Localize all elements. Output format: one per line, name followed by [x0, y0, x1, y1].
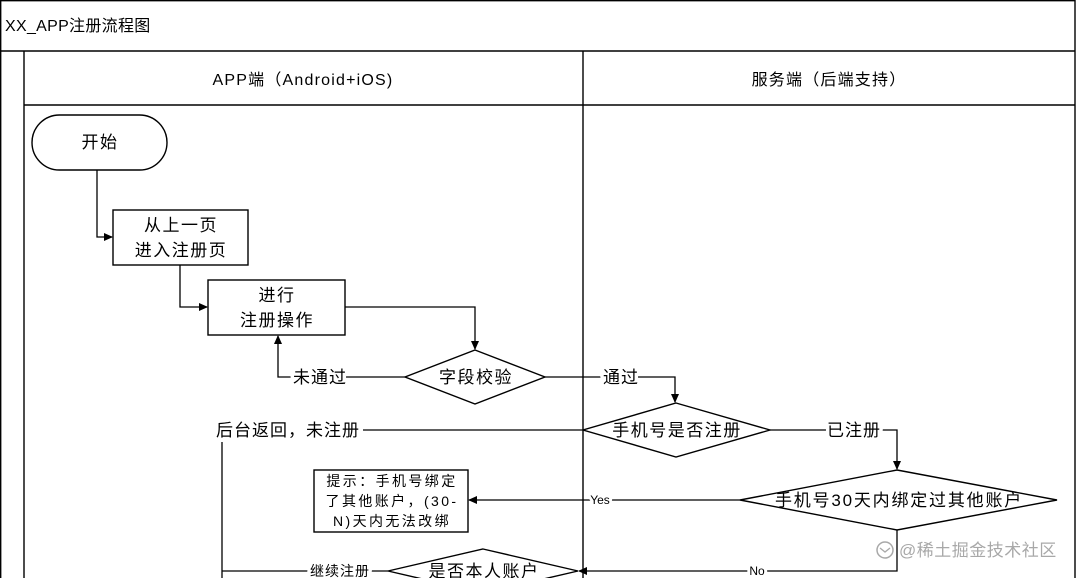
own-account-label: 是否本人账户 [429, 562, 540, 578]
register-operation-label-line-2: 注册操作 [240, 311, 314, 330]
enter-page-label-line-1: 从上一页 [144, 216, 218, 235]
edges [96, 170, 901, 578]
edge-no-to-own-account [578, 530, 898, 575]
bound-30-days-diamond [739, 469, 1058, 531]
edge-start-to-enter-page [96, 170, 113, 241]
node-own-account: 是否本人账户 [387, 548, 579, 578]
edge-field-check-not-passed [274, 335, 405, 378]
node-start: 开始 [31, 114, 168, 171]
lane-header-app: APP端（Android+iOS) [213, 71, 394, 89]
bound-tip-box [313, 469, 469, 533]
own-account-diamond [387, 548, 579, 578]
enter-page-label-line-2: 进入注册页 [135, 241, 228, 260]
start-terminator-shape [31, 114, 168, 171]
node-bound-tip: 提示：手机号绑定 了其他账户，(30- N)天内无法改绑 [313, 469, 469, 533]
node-phone-registered: 手机号是否注册 [580, 402, 773, 458]
start-label: 开始 [82, 133, 119, 152]
register-operation-label-line-1: 进行 [259, 286, 296, 305]
watermark-text: @稀土掘金技术社区 [899, 541, 1057, 560]
edge-label-no: No [749, 564, 765, 578]
node-field-check: 字段校验 [403, 349, 547, 405]
bound-tip-line-1: 提示：手机号绑定 [326, 473, 457, 489]
edge-field-check-passed [545, 376, 679, 403]
phone-registered-diamond [580, 402, 773, 458]
edge-label-yes: Yes [590, 493, 610, 507]
watermark: @稀土掘金技术社区 [876, 541, 1057, 560]
node-bound-30-days: 手机号30天内绑定过其他账户 [739, 469, 1058, 531]
juejin-logo-icon [876, 541, 894, 559]
bound-tip-line-2: 了其他账户，(30- [326, 493, 459, 509]
node-enter-page: 从上一页 进入注册页 [112, 209, 249, 266]
register-operation-box [207, 279, 346, 336]
edge-label-passed: 通过 [603, 368, 639, 387]
edge-register-to-field-check [345, 306, 479, 350]
phone-registered-label: 手机号是否注册 [612, 421, 742, 440]
edge-enter-page-to-register [179, 265, 208, 311]
lane-header-server: 服务端（后端支持） [752, 71, 907, 89]
field-check-diamond [403, 349, 547, 405]
field-check-label: 字段校验 [439, 368, 513, 387]
bound-30-days-label: 手机号30天内绑定过其他账户 [775, 491, 1023, 510]
edge-registered [770, 429, 901, 470]
enter-page-box [112, 209, 249, 266]
diagram-title: XX_APP注册流程图 [5, 17, 151, 35]
edge-label-backend-return: 后台返回，未注册 [216, 421, 360, 440]
bound-tip-line-3: N)天内无法改绑 [333, 513, 451, 529]
edge-label-registered: 已注册 [827, 421, 881, 440]
node-register-operation: 进行 注册操作 [207, 279, 346, 336]
edge-label-continue-register: 继续注册 [310, 563, 370, 578]
juejin-logo-icon-mark [879, 547, 891, 553]
edge-label-not-passed: 未通过 [293, 368, 347, 387]
